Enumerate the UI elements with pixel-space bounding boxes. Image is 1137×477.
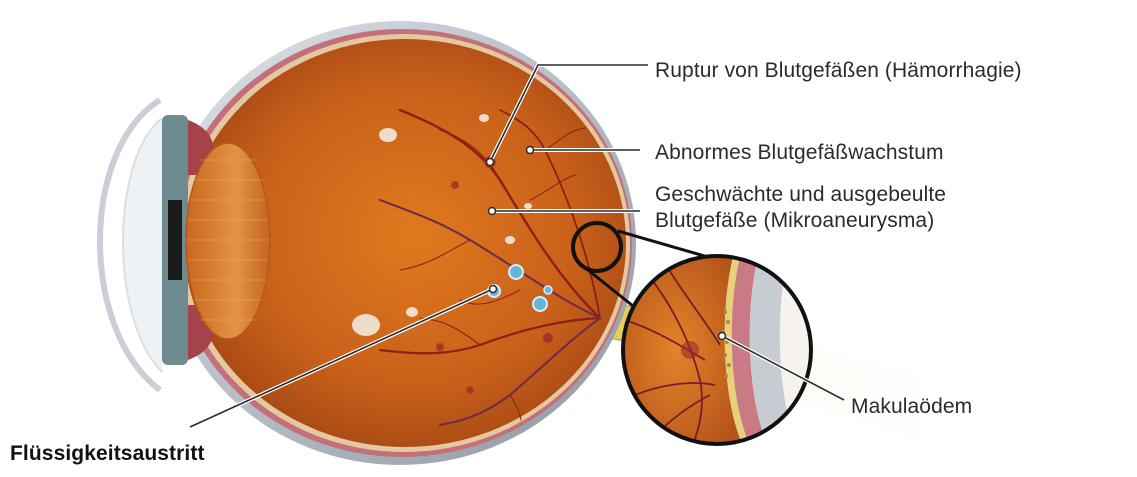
marker-geschwaechte [489,208,496,215]
label-makulaoedem: Makulaödem [851,394,972,420]
label-mikroaneurysma-line2: Blutgefäße (Mikroaneurysma) [655,208,946,234]
label-abnormes-wachstum: Abnormes Blutgefäßwachstum [655,140,944,166]
label-fluessigkeitsaustritt: Flüssigkeitsaustritt [10,441,205,467]
magnified-macula-view [620,250,820,450]
label-ruptur: Ruptur von Blutgefäßen (Hämorrhagie) [655,58,1022,84]
label-mikroaneurysma: Geschwächte und ausgebeulte Blutgefäße (… [655,182,946,234]
marker-abnormes [527,147,534,154]
marker-makulaoedem [719,333,726,340]
marker-fluessigkeit [490,286,497,293]
lens [186,143,270,339]
label-mikroaneurysma-line1: Geschwächte und ausgebeulte [655,182,946,208]
anterior-chamber [123,118,162,372]
pupil [168,200,182,280]
marker-ruptur [487,159,494,166]
